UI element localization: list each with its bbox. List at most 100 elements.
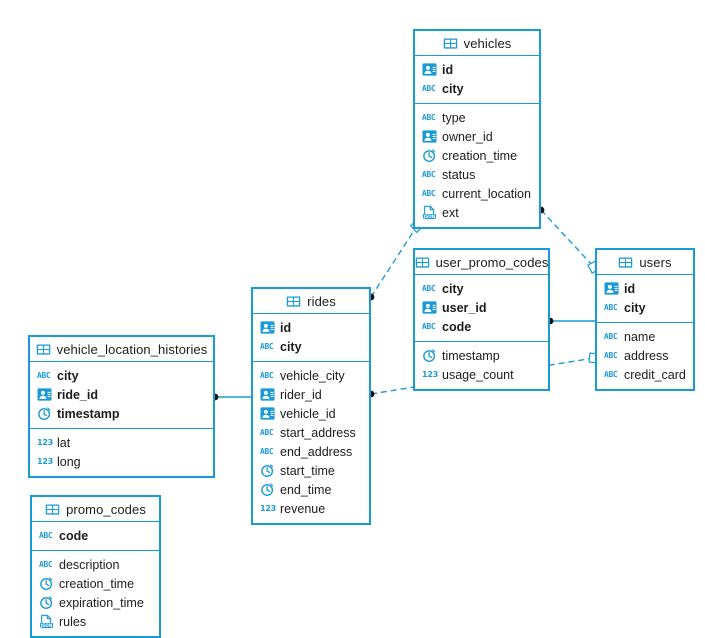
svg-text:ABC: ABC (422, 84, 436, 93)
field-label: city (442, 281, 464, 296)
field-label: description (59, 557, 120, 572)
table-icon (45, 502, 60, 517)
key-id-icon (422, 129, 437, 144)
field-row-rides-vehicle_id[interactable]: vehicle_id (253, 404, 369, 423)
field-row-user_promo_codes-city[interactable]: ABC city (415, 279, 548, 298)
entity-header-promo_codes[interactable]: promo_codes (32, 497, 159, 522)
svg-text:123: 123 (37, 456, 53, 466)
field-label: rules (59, 614, 87, 629)
abc-string-icon: ABC (422, 186, 437, 201)
field-row-rides-id[interactable]: id (253, 318, 369, 337)
entity-header-users[interactable]: users (597, 250, 693, 275)
svg-text:ABC: ABC (260, 342, 274, 351)
svg-text:ABC: ABC (260, 371, 274, 380)
table-icon (618, 255, 633, 270)
field-row-vehicle_location_histories-ride_id[interactable]: ride_id (30, 385, 213, 404)
field-label: city (280, 339, 302, 354)
field-label: ride_id (57, 387, 98, 402)
svg-text:ABC: ABC (260, 428, 274, 437)
field-row-vehicle_location_histories-timestamp[interactable]: timestamp (30, 404, 213, 423)
entity-header-user_promo_codes[interactable]: user_promo_codes (415, 250, 548, 275)
field-row-rides-revenue[interactable]: 123 revenue (253, 499, 369, 518)
field-label: revenue (280, 501, 326, 516)
svg-text:ABC: ABC (39, 560, 53, 569)
field-row-rides-end_time[interactable]: end_time (253, 480, 369, 499)
abc-string-icon: ABC (422, 281, 437, 296)
relationship-vehicle_location_histories-to-rides[interactable] (211, 393, 251, 401)
123-number-icon: 123 (260, 501, 276, 516)
entity-header-vehicles[interactable]: vehicles (415, 31, 539, 56)
field-label: id (280, 320, 292, 335)
svg-text:ABC: ABC (422, 322, 436, 331)
abc-string-icon: ABC (422, 319, 437, 334)
field-label: usage_count (442, 367, 514, 382)
json-document-icon: JSON (422, 205, 437, 220)
field-row-vehicles-id[interactable]: id (415, 60, 539, 79)
field-row-users-address[interactable]: ABC address (597, 346, 693, 365)
field-label: id (442, 62, 454, 77)
field-row-rides-city[interactable]: ABC city (253, 337, 369, 356)
table-icon (286, 294, 301, 309)
field-row-vehicles-creation_time[interactable]: creation_time (415, 146, 539, 165)
entity-title: users (639, 254, 672, 270)
field-row-rides-start_time[interactable]: start_time (253, 461, 369, 480)
clock-timestamp-icon (39, 595, 54, 610)
field-row-promo_codes-description[interactable]: ABC description (32, 555, 159, 574)
field-row-users-id[interactable]: id (597, 279, 693, 298)
svg-text:ABC: ABC (604, 370, 618, 379)
field-row-user_promo_codes-user_id[interactable]: user_id (415, 298, 548, 317)
abc-string-icon: ABC (39, 557, 54, 572)
field-row-rides-rider_id[interactable]: rider_id (253, 385, 369, 404)
relationship-user_promo_codes-to-users[interactable] (546, 317, 595, 325)
field-row-promo_codes-expiration_time[interactable]: expiration_time (32, 593, 159, 612)
field-label: address (624, 348, 669, 363)
field-row-vehicles-owner_id[interactable]: owner_id (415, 127, 539, 146)
abc-string-icon: ABC (422, 81, 437, 96)
abc-string-icon: ABC (604, 367, 619, 382)
svg-text:ABC: ABC (39, 531, 53, 540)
field-label: timestamp (57, 406, 120, 421)
entity-title: vehicle_location_histories (56, 341, 208, 357)
svg-text:ABC: ABC (37, 371, 51, 380)
field-label: city (624, 300, 646, 315)
svg-text:ABC: ABC (422, 189, 436, 198)
svg-text:ABC: ABC (604, 303, 618, 312)
svg-text:JSON: JSON (423, 214, 436, 219)
entity-title: rides (307, 293, 336, 309)
123-number-icon: 123 (37, 435, 53, 450)
field-row-promo_codes-creation_time[interactable]: creation_time (32, 574, 159, 593)
entity-header-rides[interactable]: rides (253, 289, 369, 314)
field-label: user_id (442, 300, 487, 315)
field-row-user_promo_codes-timestamp[interactable]: timestamp (415, 346, 548, 365)
field-row-users-city[interactable]: ABC city (597, 298, 693, 317)
entity-header-vehicle_location_histories[interactable]: vehicle_location_histories (30, 337, 213, 362)
abc-string-icon: ABC (604, 329, 619, 344)
abc-string-icon: ABC (604, 348, 619, 363)
